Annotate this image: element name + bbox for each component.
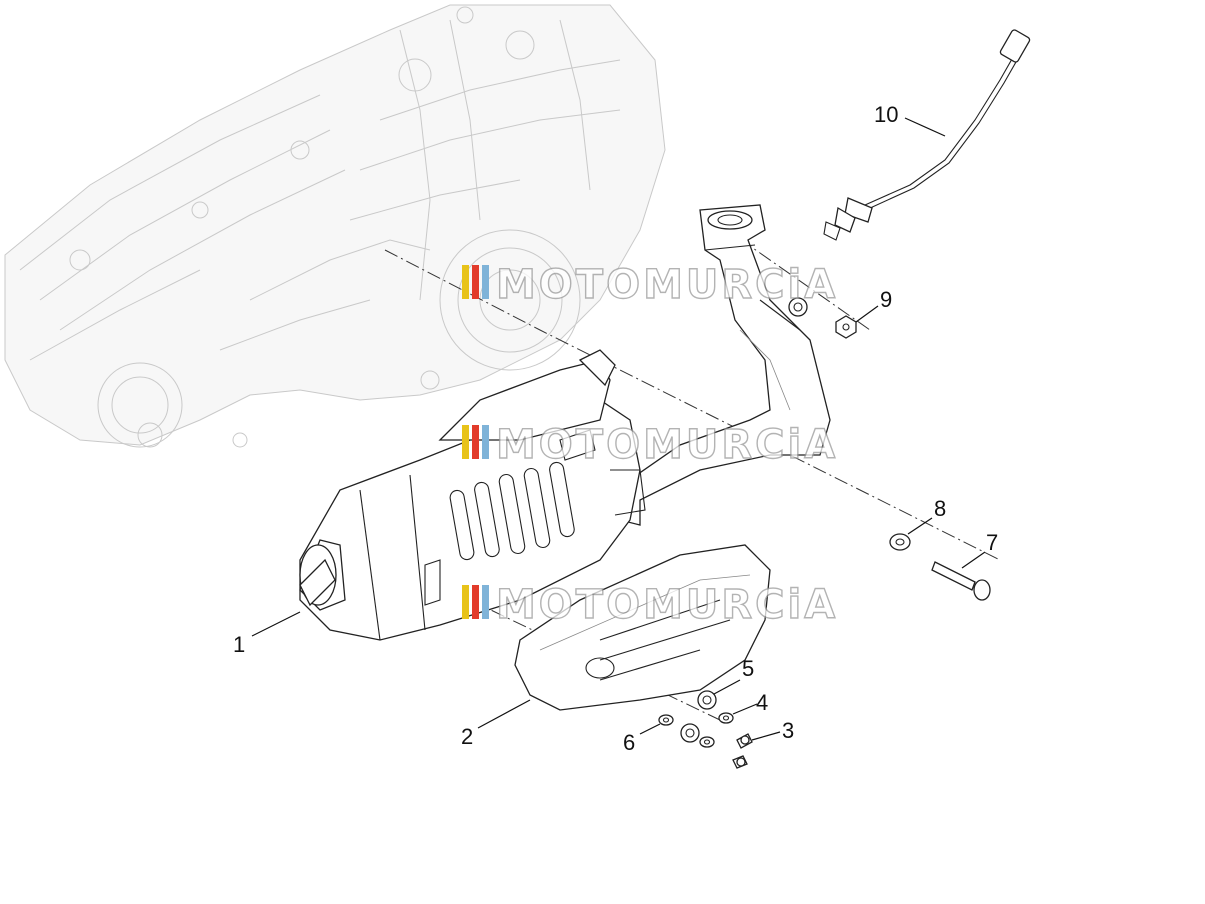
callout-4: 4 xyxy=(732,690,768,715)
screw-3 xyxy=(736,733,753,749)
callout-9: 9 xyxy=(855,287,892,323)
callout-number: 7 xyxy=(986,530,998,555)
rubber-bush-5 xyxy=(697,690,717,710)
watermark-stripe-red xyxy=(472,585,479,619)
callout-5: 5 xyxy=(713,656,754,695)
silencer-heat-shield xyxy=(514,544,771,711)
callout-number: 4 xyxy=(756,690,768,715)
watermark-text: MOTOMURCiA xyxy=(496,262,838,308)
callout-2: 2 xyxy=(461,699,531,749)
callout-number: 10 xyxy=(874,102,898,127)
callout-number: 6 xyxy=(623,730,635,755)
watermark-text: MOTOMURCiA xyxy=(496,422,838,468)
watermark-stripe-red xyxy=(472,265,479,299)
rubber-bush-lower xyxy=(680,723,700,743)
watermark-3: MOTOMURCiA xyxy=(462,581,838,629)
axis-line-bolt xyxy=(384,249,1001,561)
watermark-stripe-yellow xyxy=(462,265,469,299)
washer-6 xyxy=(658,714,674,726)
watermark-stripe-blue xyxy=(482,425,489,459)
callout-number: 3 xyxy=(782,718,794,743)
callout-number: 9 xyxy=(880,287,892,312)
callout-10: 10 xyxy=(874,102,946,137)
callout-6: 6 xyxy=(623,723,661,755)
watermark-stripe-yellow xyxy=(462,585,469,619)
watermark-2: MOTOMURCiA xyxy=(462,421,838,469)
callout-number: 1 xyxy=(233,632,245,657)
watermark-stripe-red xyxy=(472,425,479,459)
washer-4 xyxy=(718,712,734,724)
callout-number: 2 xyxy=(461,724,473,749)
washer-8 xyxy=(889,533,911,551)
lambda-sensor xyxy=(823,29,1031,241)
screw-lower xyxy=(732,755,748,769)
callout-3: 3 xyxy=(751,718,794,743)
callout-7: 7 xyxy=(961,530,998,569)
callout-number: 8 xyxy=(934,496,946,521)
washer-lower xyxy=(699,736,715,748)
watermark-stripe-blue xyxy=(482,265,489,299)
bolt-7 xyxy=(931,561,991,601)
silencer xyxy=(299,349,646,641)
callout-1: 1 xyxy=(233,611,301,657)
watermark-1: MOTOMURCiA xyxy=(462,261,838,309)
watermark-stripe-yellow xyxy=(462,425,469,459)
engine-ghost-drawing xyxy=(4,4,666,448)
nut-9 xyxy=(835,315,857,339)
watermark-stripe-blue xyxy=(482,585,489,619)
watermark-text: MOTOMURCiA xyxy=(496,582,838,628)
exhaust-pipe xyxy=(614,204,831,526)
callout-number: 5 xyxy=(742,656,754,681)
callout-8: 8 xyxy=(907,496,946,535)
